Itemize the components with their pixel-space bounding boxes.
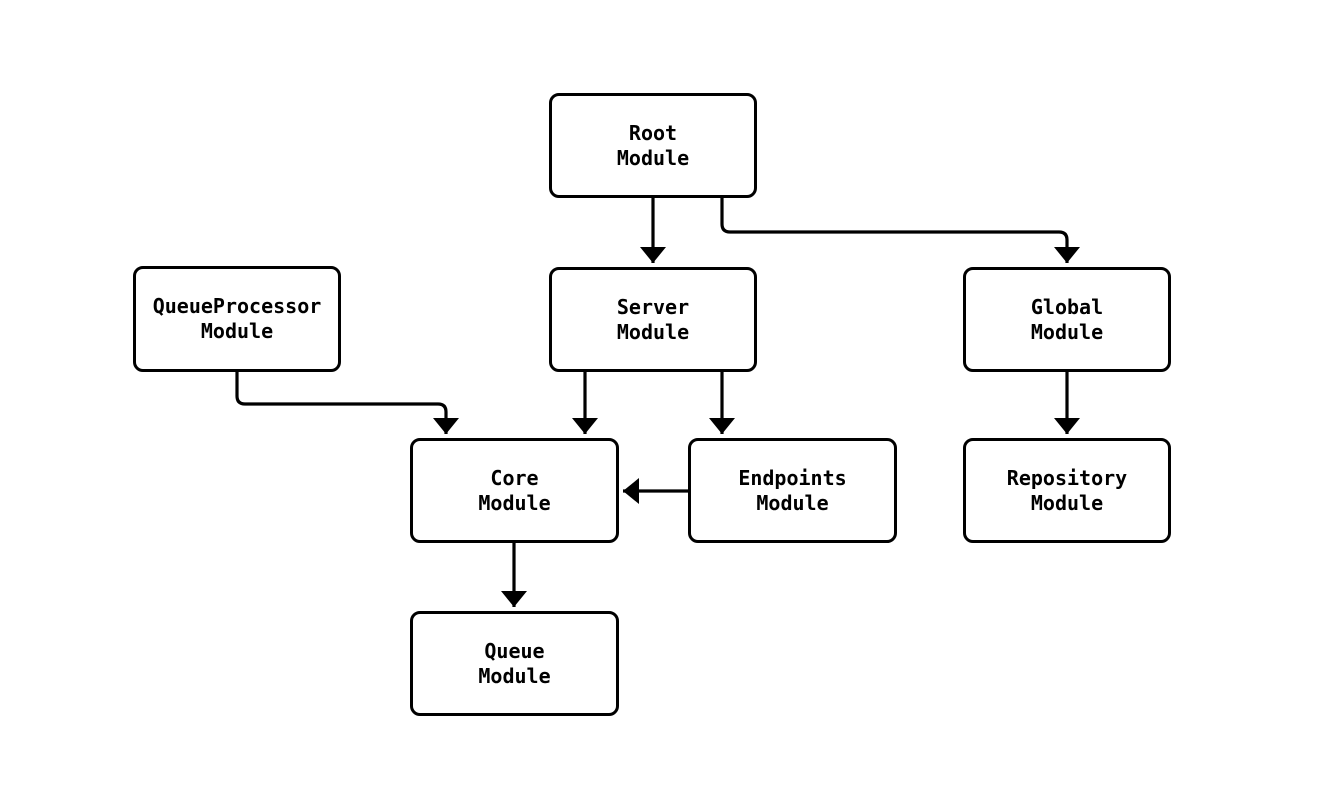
node-repository-module-label: Repository Module	[1006, 465, 1128, 515]
node-global-module-label: Global Module	[1030, 294, 1104, 344]
node-queue-module: Queue Module	[410, 611, 619, 716]
node-endpoints-module-label: Endpoints Module	[738, 465, 847, 515]
node-queue-module-label: Queue Module	[478, 638, 551, 688]
node-queueprocessor-module-label: QueueProcessor Module	[152, 294, 322, 343]
node-root-module: Root Module	[549, 93, 757, 198]
node-root-module-label: Root Module	[616, 120, 690, 170]
edge-queueprocessor-to-core	[235, 372, 459, 434]
node-repository-module: Repository Module	[963, 438, 1171, 543]
node-endpoints-module: Endpoints Module	[688, 438, 897, 543]
edge-root-to-global	[720, 198, 1080, 263]
node-server-module: Server Module	[549, 267, 757, 372]
node-server-module-label: Server Module	[616, 294, 690, 344]
node-queueprocessor-module: QueueProcessor Module	[133, 266, 341, 372]
node-core-module: Core Module	[410, 438, 619, 543]
node-core-module-label: Core Module	[478, 465, 551, 515]
node-global-module: Global Module	[963, 267, 1171, 372]
